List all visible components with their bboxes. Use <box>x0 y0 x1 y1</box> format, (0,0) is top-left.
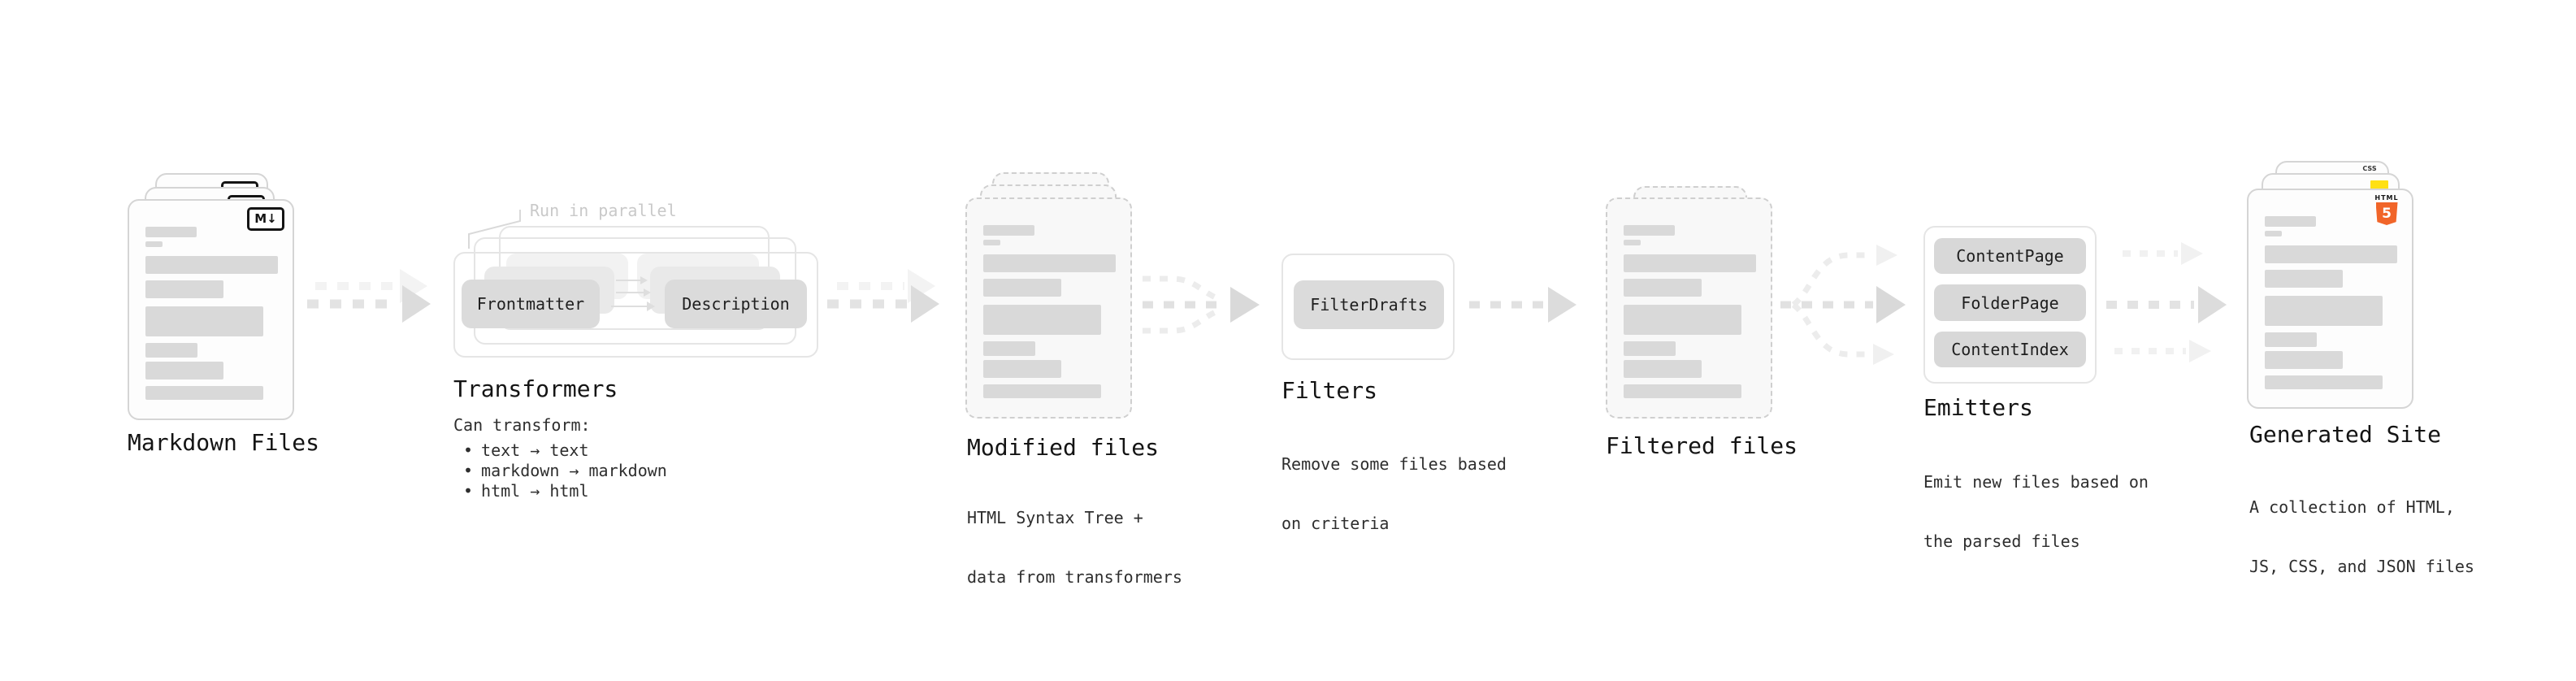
flow-arrow-filters-to-filtered <box>1469 287 1576 323</box>
placeholder-bar <box>983 305 1101 335</box>
flow-arrow-split-filtered-to-emitters <box>1780 245 1906 365</box>
description-button: Description <box>665 280 807 328</box>
placeholder-bar <box>983 225 1034 236</box>
modified-file-card-front <box>965 197 1132 419</box>
generated-site-subtitle-line-1: A collection of HTML, <box>2249 497 2455 517</box>
bullet-icon: • <box>463 461 474 480</box>
stage-title-generated-site: Generated Site <box>2249 421 2442 448</box>
html5-icon-label: HTML <box>2374 194 2399 202</box>
placeholder-bar <box>2265 375 2383 389</box>
modified-files-subtitle-line-2: data from transformers <box>967 567 1182 587</box>
markdown-file-card-front: M↓ <box>128 199 294 420</box>
contentindex-button: ContentIndex <box>1934 332 2086 367</box>
transformers-bullet-2: • markdown → markdown <box>463 461 667 480</box>
filtered-file-card-front <box>1606 197 1772 419</box>
filters-box <box>1281 254 1455 360</box>
stage-title-filtered-files: Filtered files <box>1606 432 1798 459</box>
placeholder-bar <box>1624 279 1702 297</box>
placeholder-bar <box>1624 305 1741 335</box>
filters-subtitle: Remove some files based on criteria <box>1281 415 1507 573</box>
placeholder-bar <box>983 341 1035 356</box>
emitters-box <box>1923 226 2097 384</box>
transformers-bullet-2-text: markdown → markdown <box>481 461 667 480</box>
placeholder-bar <box>1624 341 1676 356</box>
placeholder-bar <box>145 306 263 336</box>
placeholder-bar <box>983 240 1000 245</box>
filters-subtitle-line-1: Remove some files based <box>1281 454 1507 474</box>
placeholder-bar <box>983 279 1061 297</box>
html5-icon-number: 5 <box>2382 206 2392 222</box>
document-content-placeholder <box>967 199 1130 417</box>
generated-site-subtitle: A collection of HTML, JS, CSS, and JSON … <box>2249 458 2474 616</box>
modified-files-subtitle-line-1: HTML Syntax Tree + <box>967 508 1143 527</box>
document-content-placeholder <box>129 201 293 419</box>
generated-site-subtitle-line-2: JS, CSS, and JSON files <box>2249 557 2474 576</box>
placeholder-bar <box>2265 332 2317 347</box>
transformers-bullet-3-text: html → html <box>481 481 589 501</box>
folderpage-button: FolderPage <box>1934 284 2086 321</box>
flow-arrow-markdown-to-transformers <box>307 269 431 323</box>
document-content-placeholder <box>2249 190 2412 407</box>
run-in-parallel-annotation: Run in parallel <box>530 201 677 220</box>
placeholder-bar <box>145 386 263 400</box>
site-file-card-html: HTML 5 <box>2247 189 2413 409</box>
filters-subtitle-line-2: on criteria <box>1281 514 1390 533</box>
flow-arrow-transformers-to-modified <box>827 269 939 323</box>
document-content-placeholder <box>1607 199 1771 417</box>
html5-icon-shield: 5 <box>2375 202 2398 225</box>
emitters-subtitle-line-1: Emit new files based on <box>1923 472 2149 492</box>
placeholder-bar <box>2265 270 2343 288</box>
placeholder-bar <box>145 343 197 358</box>
placeholder-bar <box>1624 240 1641 245</box>
placeholder-bar <box>145 256 278 274</box>
placeholder-bar <box>2265 231 2282 236</box>
stage-title-filters: Filters <box>1281 377 1378 404</box>
placeholder-bar <box>983 384 1101 398</box>
parallel-transform-arrows <box>611 276 655 311</box>
transformers-bullet-1: • text → text <box>463 440 589 460</box>
placeholder-bar <box>983 254 1116 272</box>
contentpage-button: ContentPage <box>1934 238 2086 274</box>
stage-title-modified-files: Modified files <box>967 434 1160 461</box>
placeholder-bar <box>145 280 223 298</box>
flow-arrow-merge-modified-to-filters <box>1143 275 1260 334</box>
bullet-icon: • <box>463 481 474 501</box>
markdown-icon-glyph: M↓ <box>254 211 277 226</box>
annotation-leader-line <box>468 210 521 249</box>
placeholder-bar <box>145 241 163 247</box>
stage-title-emitters: Emitters <box>1923 394 2033 421</box>
flow-arrows-emitters-to-site <box>2106 242 2227 362</box>
stage-title-transformers: Transformers <box>453 375 618 402</box>
bullet-icon: • <box>463 440 474 460</box>
transformers-bullet-3: • html → html <box>463 481 589 501</box>
css-icon-label: CSS <box>2362 165 2377 172</box>
placeholder-bar <box>2265 216 2316 227</box>
transformers-note-heading: Can transform: <box>453 415 591 435</box>
stage-title-markdown-files: Markdown Files <box>128 429 320 456</box>
js-file-icon <box>2370 180 2388 191</box>
filterdrafts-button: FilterDrafts <box>1294 280 1444 329</box>
placeholder-bar <box>145 362 223 380</box>
placeholder-bar <box>145 227 197 237</box>
transformers-bullet-1-text: text → text <box>481 440 589 460</box>
modified-files-subtitle: HTML Syntax Tree + data from transformer… <box>967 469 1182 627</box>
placeholder-bar <box>1624 225 1675 236</box>
transformers-box-front <box>453 252 818 358</box>
placeholder-bar <box>1624 360 1702 378</box>
emitters-subtitle: Emit new files based on the parsed files <box>1923 433 2149 591</box>
markdown-icon: M↓ <box>247 207 284 231</box>
frontmatter-button: Frontmatter <box>462 280 600 328</box>
html5-icon: HTML 5 <box>2368 194 2405 225</box>
emitters-subtitle-line-2: the parsed files <box>1923 531 2080 551</box>
placeholder-bar <box>1624 254 1756 272</box>
placeholder-bar <box>2265 351 2343 369</box>
placeholder-bar <box>2265 296 2383 326</box>
placeholder-bar <box>1624 384 1741 398</box>
placeholder-bar <box>983 360 1061 378</box>
placeholder-bar <box>2265 245 2397 263</box>
